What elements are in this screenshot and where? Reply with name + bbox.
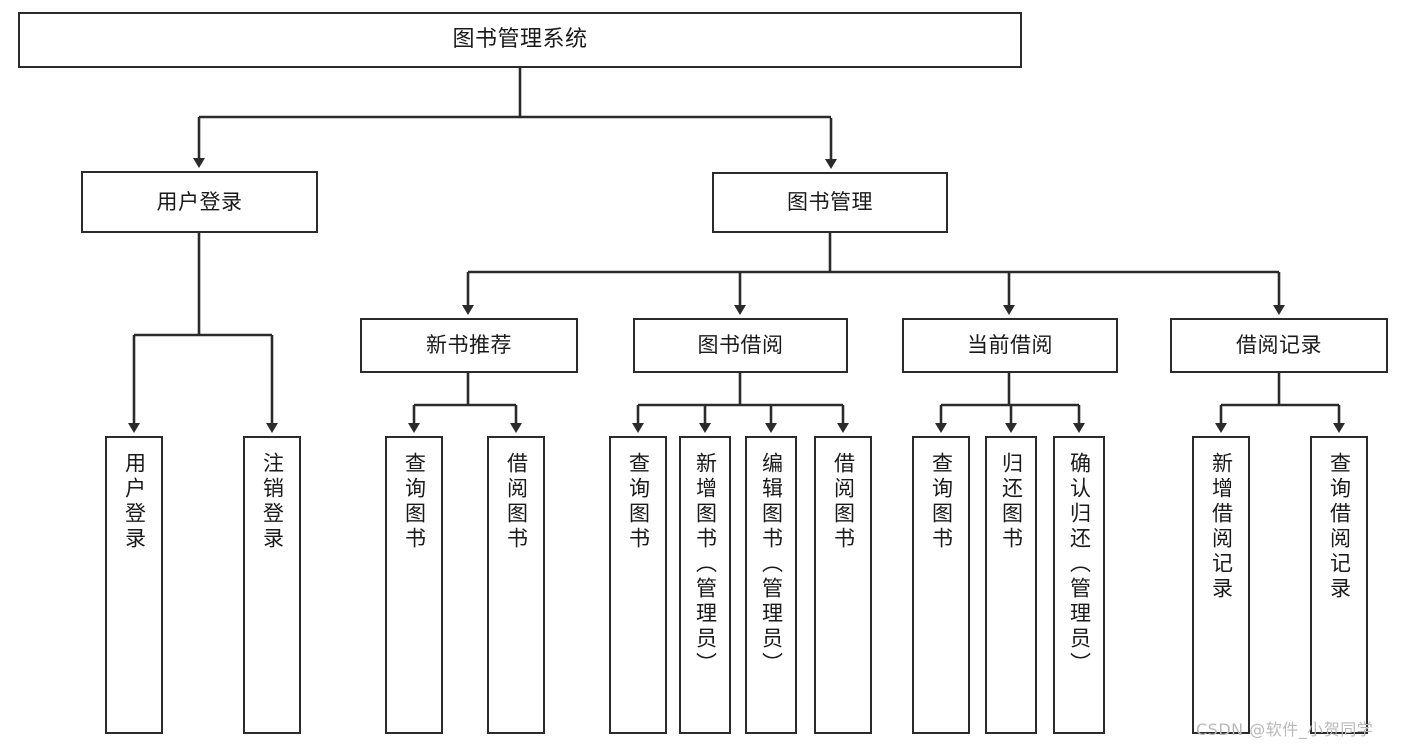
node-label: 借阅记录 (1236, 333, 1322, 358)
node-label: 当前借阅 (967, 333, 1053, 358)
node-book-borrow[interactable]: 图书借阅 (633, 318, 848, 373)
node-label: 查询借阅记录 (1327, 452, 1352, 602)
node-label: 编辑图书（管理员） (759, 452, 784, 677)
node-leaf-borrow-book[interactable]: 借阅图书 (814, 436, 872, 734)
node-label: 查询图书 (402, 452, 427, 552)
node-leaf-add-book[interactable]: 新增图书（管理员） (679, 436, 731, 734)
node-leaf-edit-book[interactable]: 编辑图书（管理员） (745, 436, 797, 734)
node-leaf-user-login[interactable]: 用户登录 (105, 436, 163, 734)
node-label: 借阅图书 (831, 452, 856, 552)
node-label: 查询图书 (626, 452, 651, 552)
node-current-borrow[interactable]: 当前借阅 (902, 318, 1118, 373)
watermark-text: CSDN @软件_小贺同学 (1196, 720, 1374, 739)
node-label: 新书推荐 (426, 333, 512, 358)
node-label: 借阅图书 (504, 452, 529, 552)
node-book-manage[interactable]: 图书管理 (712, 172, 948, 233)
node-leaf-confirm-return[interactable]: 确认归还（管理员） (1053, 436, 1105, 734)
node-new-book-recommend[interactable]: 新书推荐 (360, 318, 578, 373)
node-leaf-return-book[interactable]: 归还图书 (985, 436, 1037, 734)
node-label: 注销登录 (260, 452, 285, 552)
node-user-login[interactable]: 用户登录 (81, 171, 318, 233)
node-label: 图书借阅 (697, 333, 784, 358)
node-leaf-borrow-book-recommend[interactable]: 借阅图书 (487, 436, 545, 734)
node-leaf-query-book-current[interactable]: 查询图书 (912, 436, 970, 734)
node-leaf-query-book-borrow[interactable]: 查询图书 (609, 436, 667, 734)
node-leaf-logout[interactable]: 注销登录 (243, 436, 301, 734)
node-label: 用户登录 (122, 452, 147, 552)
node-borrow-record[interactable]: 借阅记录 (1170, 318, 1388, 373)
node-label: 图书管理系统 (452, 26, 588, 52)
node-label: 图书管理 (787, 190, 873, 215)
node-leaf-query-borrow-record[interactable]: 查询借阅记录 (1310, 436, 1368, 734)
node-leaf-query-book-recommend[interactable]: 查询图书 (385, 436, 443, 734)
node-root-system[interactable]: 图书管理系统 (18, 12, 1022, 68)
node-label: 归还图书 (999, 452, 1024, 552)
node-leaf-add-borrow-record[interactable]: 新增借阅记录 (1192, 436, 1250, 734)
node-label: 查询图书 (929, 452, 954, 552)
node-label: 新增图书（管理员） (693, 452, 718, 677)
node-label: 用户登录 (156, 189, 243, 214)
node-label: 新增借阅记录 (1209, 452, 1234, 602)
node-label: 确认归还（管理员） (1067, 452, 1092, 677)
